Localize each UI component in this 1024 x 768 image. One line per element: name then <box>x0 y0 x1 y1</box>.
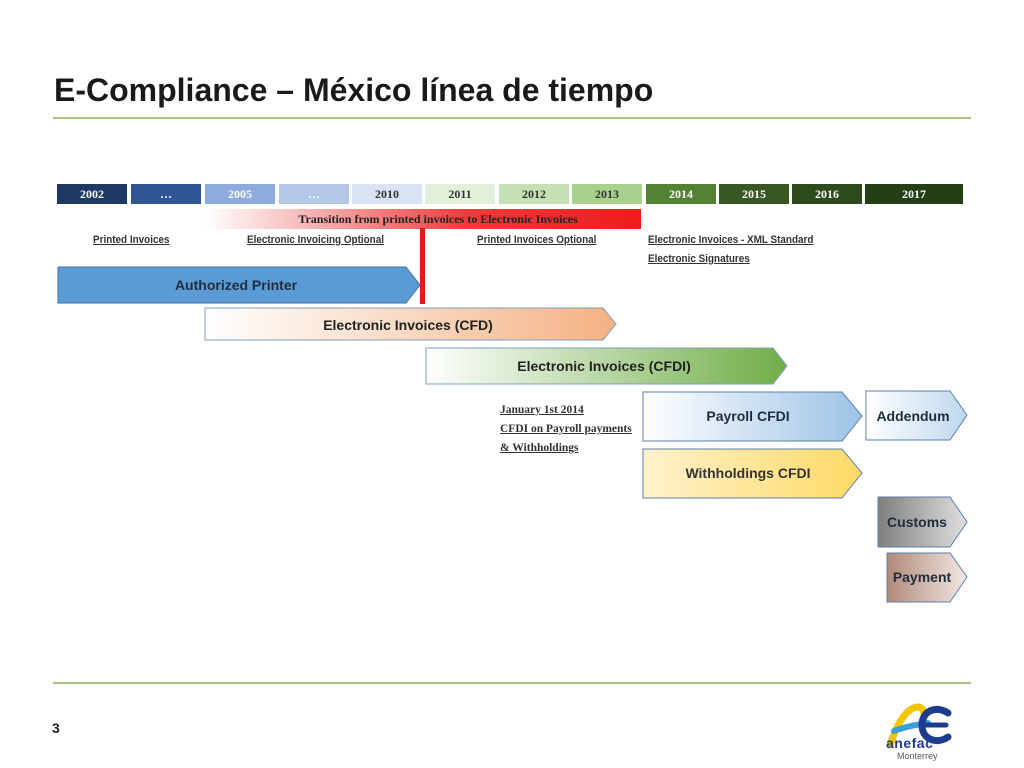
year-cell: … <box>131 184 201 204</box>
phase-signatures: Electronic Signatures <box>648 253 750 265</box>
payroll-label: Payroll CFDI <box>706 408 789 424</box>
year-cell: 2016 <box>792 184 862 204</box>
year-cell: 2014 <box>646 184 716 204</box>
year-cell: 2017 <box>865 184 963 204</box>
withholdings-label: Withholdings CFDI <box>685 465 810 481</box>
cfdi-label: Electronic Invoices (CFDI) <box>517 358 690 374</box>
customs-label: Customs <box>887 514 947 530</box>
year-cell: 2002 <box>57 184 127 204</box>
anefac-logo-icon <box>886 703 952 749</box>
logo-city: Monterrey <box>897 751 938 761</box>
payroll-cfdi-bar: Payroll CFDI <box>642 391 863 442</box>
year-cell: 2012 <box>499 184 569 204</box>
note-line: & Withholdings <box>500 442 579 454</box>
cfd-bar: Electronic Invoices (CFD) <box>204 307 617 341</box>
year-cell: 2010 <box>352 184 422 204</box>
year-header: 2002 … 2005 … 2010 2011 2012 2013 2014 2… <box>57 184 963 204</box>
phase-printed-invoices: Printed Invoices <box>93 234 170 246</box>
transition-banner: Transition from printed invoices to Elec… <box>205 209 641 229</box>
cfdi-bar: Electronic Invoices (CFDI) <box>425 347 788 385</box>
payment-bar: Payment <box>886 552 968 603</box>
cfd-label: Electronic Invoices (CFD) <box>323 317 493 333</box>
authorized-printer-bar: Authorized Printer <box>57 266 421 304</box>
year-cell: 2015 <box>719 184 789 204</box>
withholdings-cfdi-bar: Withholdings CFDI <box>642 448 863 499</box>
payment-label: Payment <box>893 569 952 585</box>
payroll-note: January 1st 2014 CFDI on Payroll payment… <box>500 401 632 458</box>
addendum-bar: Addendum <box>865 390 968 441</box>
addendum-label: Addendum <box>876 408 949 424</box>
year-cell: 2005 <box>205 184 275 204</box>
year-cell: … <box>279 184 349 204</box>
customs-bar: Customs <box>877 496 968 548</box>
title-rule <box>53 117 971 119</box>
slide-title: E-Compliance – México línea de tiempo <box>54 72 654 108</box>
authorized-printer-label: Authorized Printer <box>175 277 298 293</box>
logo-brand: anefac <box>886 735 934 751</box>
note-line: January 1st 2014 <box>500 404 584 416</box>
phase-electronic-optional: Electronic Invoicing Optional <box>247 234 384 246</box>
note-line: CFDI on Payroll payments <box>500 423 632 435</box>
year-cell: 2013 <box>572 184 642 204</box>
phase-xml-standard: Electronic Invoices - XML Standard <box>648 234 814 246</box>
phase-printed-optional: Printed Invoices Optional <box>477 234 597 246</box>
transition-marker <box>420 228 425 304</box>
year-cell: 2011 <box>425 184 495 204</box>
page-number: 3 <box>52 720 60 736</box>
footer-rule <box>53 682 971 684</box>
